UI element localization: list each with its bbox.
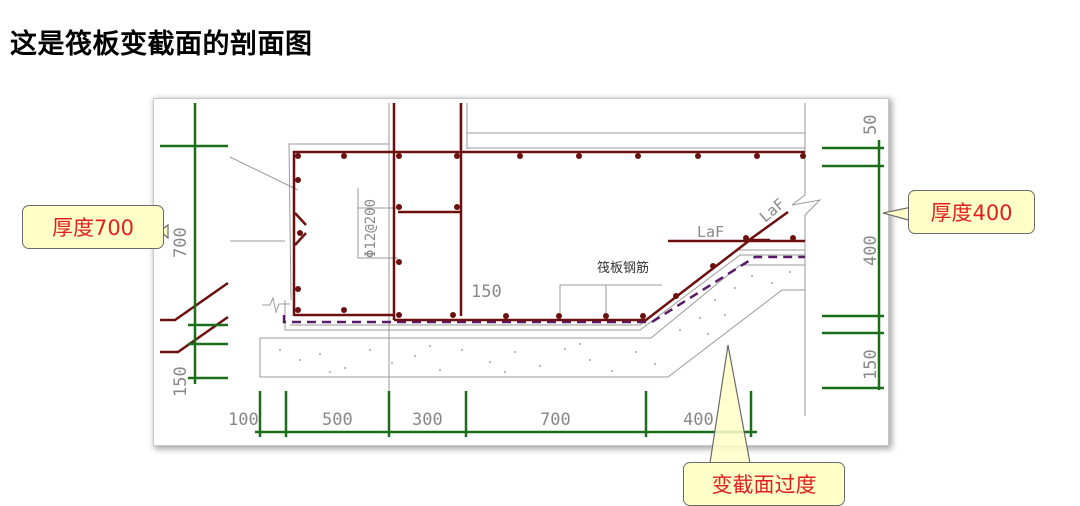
section-drawing: Φ12@200 筏板钢筋 LaF LaF 150 700 150 100 500… (154, 99, 888, 445)
dim-right-50: 50 (861, 115, 881, 135)
dim-left-150: 150 (171, 366, 191, 397)
rebar-lines (160, 103, 805, 354)
stirrup-spec-label: Φ12@200 (363, 199, 379, 258)
rebar-dots (295, 153, 806, 319)
dim-bottom-400: 400 (683, 410, 714, 430)
dim-bottom-100: 100 (228, 410, 259, 430)
callout-section-transition-text: 变截面过度 (711, 473, 817, 497)
dim-bottom-500: 500 (322, 410, 353, 430)
raft-rebar-label: 筏板钢筋 (597, 260, 649, 276)
inner-150-label: 150 (471, 282, 502, 302)
laf-horizontal-label: LaF (697, 223, 724, 241)
dim-right-150: 150 (861, 349, 881, 380)
dimension-lines (160, 103, 884, 437)
drawing-labels: Φ12@200 筏板钢筋 LaF LaF 150 700 150 100 500… (171, 115, 881, 430)
dim-bottom-700: 700 (540, 410, 571, 430)
dim-right-400: 400 (861, 235, 881, 266)
callout-thickness-700-text: 厚度700 (51, 216, 135, 240)
callout-thickness-400-text: 厚度400 (930, 201, 1013, 225)
callout-thickness-700: 厚度700 (22, 205, 164, 249)
page-title: 这是筏板变截面的剖面图 (10, 29, 313, 60)
section-drawing-svg: Φ12@200 筏板钢筋 LaF LaF 150 700 150 100 500… (160, 103, 884, 437)
concrete-outlines (229, 103, 822, 418)
concrete-speckles (279, 271, 791, 373)
dim-bottom-300: 300 (412, 410, 443, 430)
dim-left-700: 700 (171, 227, 191, 258)
laf-diagonal-label: LaF (756, 195, 788, 226)
waterproof-layer (282, 255, 805, 324)
callout-thickness-400: 厚度400 (908, 190, 1035, 234)
callout-section-transition: 变截面过度 (683, 462, 845, 506)
